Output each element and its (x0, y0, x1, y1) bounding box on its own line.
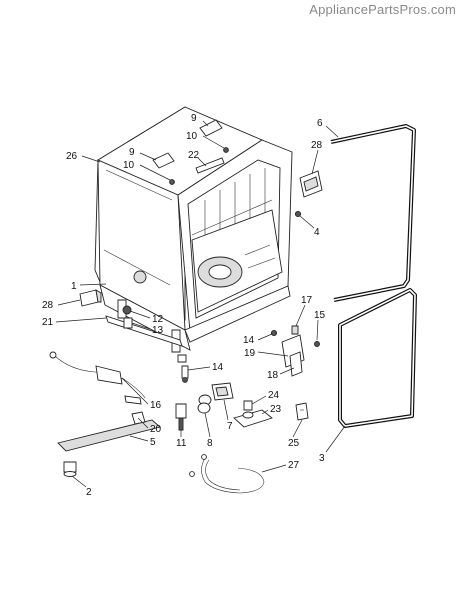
callout-19: 19 (244, 348, 256, 359)
bottom-plate (57, 411, 161, 452)
callout-20: 20 (150, 424, 162, 435)
callout-11: 11 (176, 438, 187, 449)
door-gasket (330, 124, 416, 302)
callout-6: 6 (317, 118, 323, 129)
callout-4: 4 (314, 227, 320, 238)
callout-5: 5 (150, 437, 156, 448)
callout-7: 7 (227, 421, 233, 432)
callout-26: 26 (66, 151, 78, 162)
callout-27: 27 (288, 460, 300, 471)
callout-9-upper: 9 (191, 113, 197, 124)
callout-28-lower: 28 (42, 300, 54, 311)
lower-tub-bracket (105, 305, 183, 347)
inlet-valve-assembly (49, 351, 146, 405)
callout-17: 17 (301, 295, 313, 306)
callout-2: 2 (86, 487, 92, 498)
callout-8: 8 (207, 438, 213, 449)
callout-labels: 9 10 9 10 26 22 6 28 4 1 28 21 12 13 17 … (42, 113, 326, 498)
callout-1: 1 (71, 281, 77, 292)
callout-22: 22 (188, 150, 200, 161)
callout-28-upper: 28 (311, 140, 323, 151)
mounting-hardware (175, 382, 234, 431)
hinge-bracket-top (199, 119, 229, 153)
callout-10-upper: 10 (186, 131, 198, 142)
leveling-foot (63, 461, 77, 477)
callout-14-right: 14 (243, 335, 255, 346)
callout-14-left: 14 (212, 362, 224, 373)
upper-right-bracket (294, 170, 323, 218)
callout-23: 23 (270, 404, 282, 415)
callout-3: 3 (319, 453, 325, 464)
callout-24: 24 (268, 390, 280, 401)
lower-left-bracket (79, 289, 102, 307)
heating-element (189, 454, 265, 494)
callout-25: 25 (288, 438, 300, 449)
tub-seal (338, 288, 417, 428)
callout-13: 13 (152, 325, 164, 336)
hinge-bracket-side (152, 152, 175, 185)
tub-strip (195, 157, 225, 174)
callout-15: 15 (314, 310, 326, 321)
callout-12: 12 (152, 314, 164, 325)
callout-21: 21 (42, 317, 54, 328)
screw-left (181, 365, 189, 383)
wire-clip (295, 402, 309, 421)
callout-16: 16 (150, 400, 162, 411)
watermark: AppliancePartsPros.com (309, 2, 456, 17)
right-leveling-bracket (270, 325, 320, 377)
callout-10-lower: 10 (123, 160, 135, 171)
leader-lines (55, 120, 346, 488)
callout-9-lower: 9 (129, 147, 135, 158)
leveling-leg-assembly (233, 400, 273, 428)
callout-18: 18 (267, 370, 279, 381)
